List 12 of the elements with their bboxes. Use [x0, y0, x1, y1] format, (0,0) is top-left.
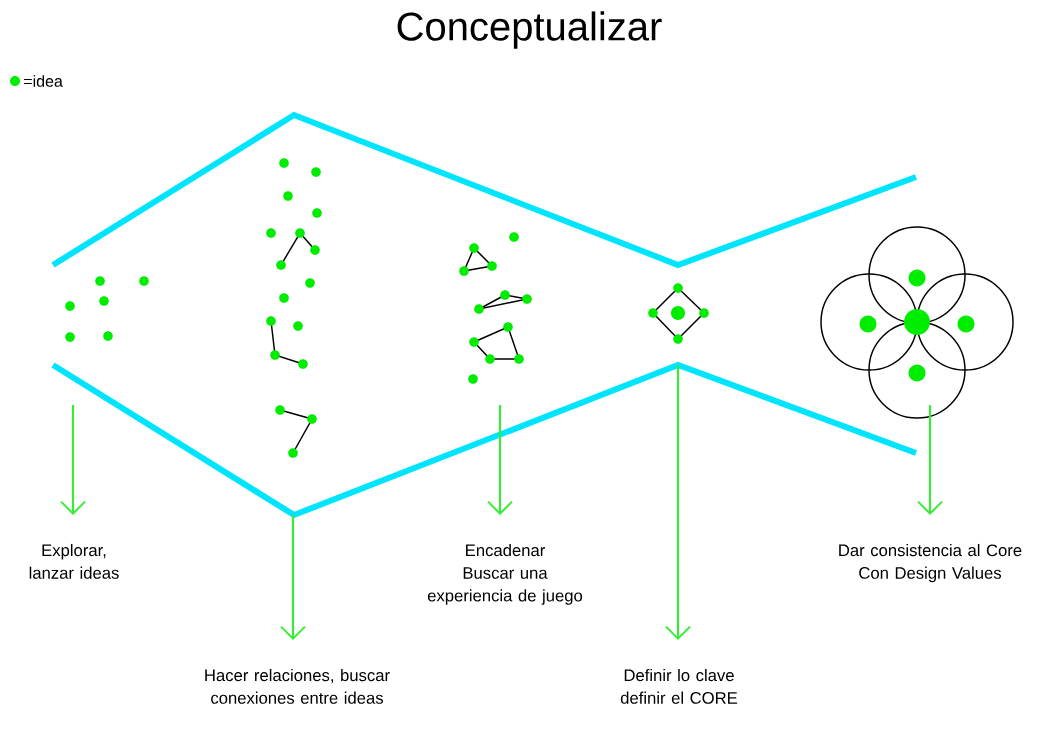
caption-text: Dar consistencia al Core Con Design Values: [839, 543, 1022, 583]
arrow: [60, 405, 86, 515]
legend-label: =idea: [24, 75, 63, 87]
caption-text: Encadenar Buscar una experiencia de juego: [427, 543, 583, 605]
caption-text: Definir lo clave definir el CORE: [620, 668, 738, 704]
caption-text: Explorar, lanzar ideas: [29, 543, 119, 579]
arrow: [917, 405, 943, 515]
caption-text: Hacer relaciones, buscar conexiones entre ideas: [205, 668, 390, 704]
arrow: [665, 365, 691, 640]
title: Conceptualizar: [397, 11, 662, 49]
arrow: [487, 405, 513, 515]
arrow: [280, 515, 306, 640]
